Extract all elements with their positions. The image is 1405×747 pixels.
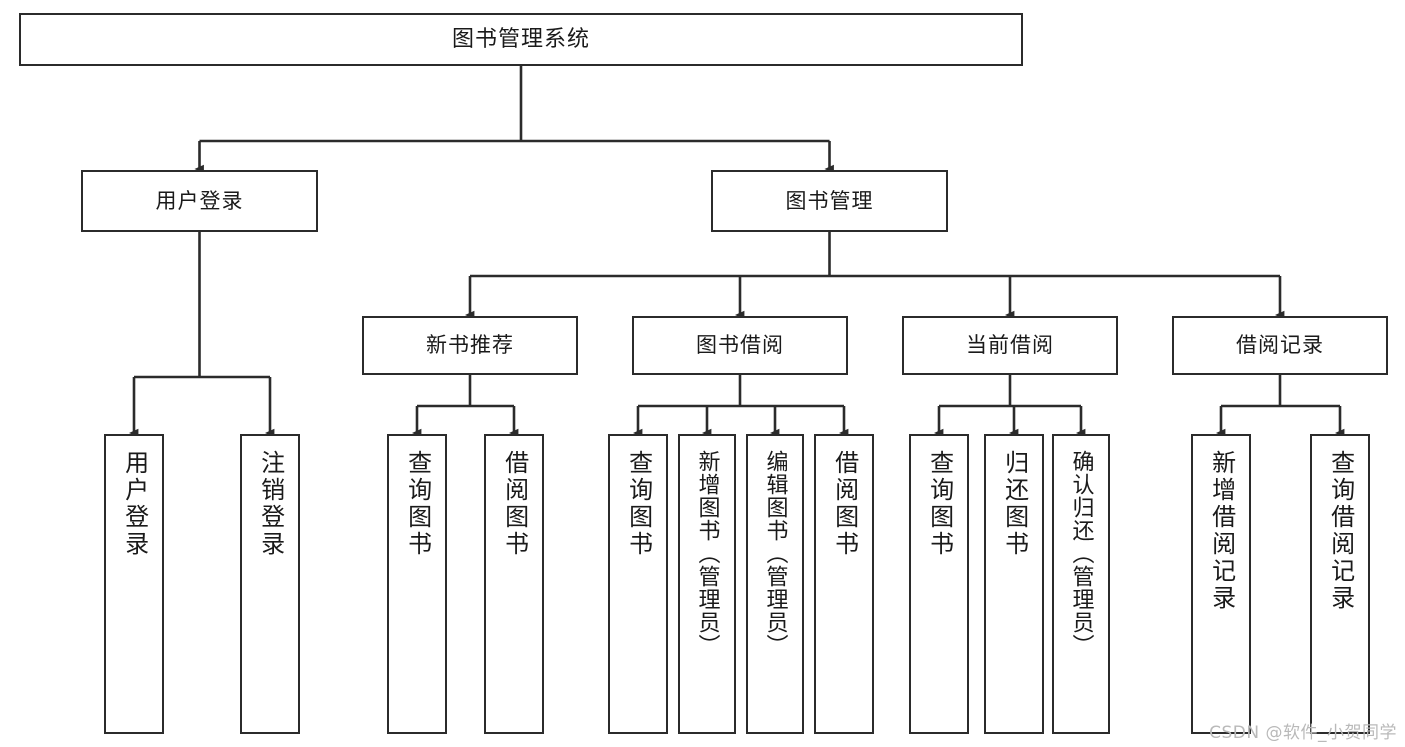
node-label: 用户登录 [120,450,149,558]
node-l-b2[interactable]: 借阅图书 [814,434,874,734]
node-label: 图书借阅 [696,333,784,358]
node-l-conf[interactable]: 确认归还（管理员） [1052,434,1110,734]
node-label: 当前借阅 [966,333,1054,358]
node-label: 注销登录 [256,450,285,558]
node-l-q2[interactable]: 查询图书 [608,434,668,734]
node-label: 用户登录 [155,188,244,213]
node-current[interactable]: 当前借阅 [902,316,1118,375]
node-label: 新书推荐 [426,333,514,358]
node-l-q3[interactable]: 查询图书 [909,434,969,734]
node-label: 查询图书 [925,450,954,558]
node-label: 图书管理 [785,188,874,213]
node-label: 查询图书 [403,450,432,558]
node-l-logout[interactable]: 注销登录 [240,434,300,734]
node-label: 借阅图书 [830,450,859,558]
node-label: 编辑图书（管理员） [762,450,788,657]
node-root[interactable]: 图书管理系统 [19,13,1023,66]
node-borrow[interactable]: 图书借阅 [632,316,848,375]
node-label: 图书管理系统 [451,26,590,52]
node-l-add[interactable]: 新增图书（管理员） [678,434,736,734]
node-label: 查询图书 [624,450,653,558]
node-l-addrec[interactable]: 新增借阅记录 [1191,434,1251,734]
node-label: 新增借阅记录 [1207,450,1236,612]
node-label: 新增图书（管理员） [694,450,720,657]
node-records[interactable]: 借阅记录 [1172,316,1388,375]
node-l-ret[interactable]: 归还图书 [984,434,1044,734]
node-bookmgmt[interactable]: 图书管理 [711,170,948,232]
node-login[interactable]: 用户登录 [81,170,318,232]
node-label: 借阅记录 [1236,333,1324,358]
node-label: 查询借阅记录 [1326,450,1355,612]
node-label: 借阅图书 [500,450,529,558]
node-l-qrec[interactable]: 查询借阅记录 [1310,434,1370,734]
node-newbook[interactable]: 新书推荐 [362,316,578,375]
node-l-q1[interactable]: 查询图书 [387,434,447,734]
node-label: 归还图书 [1000,450,1029,558]
node-l-edit[interactable]: 编辑图书（管理员） [746,434,804,734]
node-label: 确认归还（管理员） [1068,450,1094,657]
node-l-login[interactable]: 用户登录 [104,434,164,734]
node-l-b1[interactable]: 借阅图书 [484,434,544,734]
